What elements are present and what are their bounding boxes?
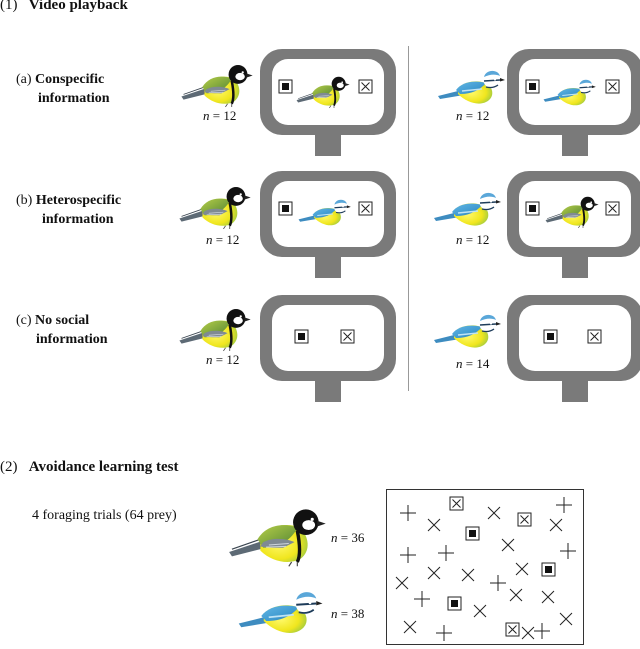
condition-a-letter: (a) bbox=[16, 72, 32, 87]
screen-icon bbox=[507, 49, 640, 156]
blue-tit-icon bbox=[433, 192, 502, 227]
condition-a-line2: information bbox=[38, 91, 110, 106]
square-symbol-icon bbox=[294, 329, 309, 344]
square-symbol-icon bbox=[278, 201, 293, 216]
square-symbol-icon bbox=[525, 201, 540, 216]
square-symbol-icon bbox=[278, 79, 293, 94]
square-symbol-icon bbox=[447, 596, 462, 611]
condition-b-letter: (b) bbox=[16, 193, 33, 208]
section2-title: Avoidance learning test bbox=[28, 459, 179, 475]
great-tit-icon bbox=[178, 185, 252, 231]
plus-prey-icon bbox=[490, 575, 506, 591]
plus-prey-icon bbox=[436, 625, 452, 641]
cross-prey-icon bbox=[521, 626, 535, 640]
screen-icon bbox=[260, 171, 396, 278]
cross-prey-icon bbox=[427, 518, 441, 532]
column-divider bbox=[408, 46, 409, 391]
prey-arena bbox=[386, 489, 584, 645]
cross-prey-icon bbox=[515, 562, 529, 576]
crossed-square-symbol-icon bbox=[505, 622, 520, 637]
cross-prey-icon bbox=[487, 506, 501, 520]
condition-b-line1: Heterospecific bbox=[35, 193, 122, 208]
great-tit-icon bbox=[227, 507, 328, 568]
screen-icon bbox=[507, 295, 640, 402]
cross-prey-icon bbox=[395, 576, 409, 590]
cross-prey-icon bbox=[501, 538, 515, 552]
condition-a-great-tit-n: n = 12 bbox=[203, 108, 237, 123]
cross-prey-icon bbox=[541, 590, 555, 604]
plus-prey-icon bbox=[400, 505, 416, 521]
plus-prey-icon bbox=[400, 547, 416, 563]
plus-prey-icon bbox=[534, 623, 550, 639]
section2-number: (2) bbox=[0, 459, 18, 475]
cross-prey-icon bbox=[403, 620, 417, 634]
crossed-square-symbol-icon bbox=[605, 201, 620, 216]
section1-header: (1) Video playback bbox=[0, 0, 128, 14]
screen-icon bbox=[260, 49, 396, 156]
condition-b-line2: information bbox=[42, 212, 114, 227]
blue-tit-icon bbox=[437, 70, 506, 105]
square-symbol-icon bbox=[541, 562, 556, 577]
condition-a-line1: Conspecific bbox=[35, 72, 105, 87]
foraging-trials-text: 4 foraging trials (64 prey) bbox=[32, 508, 177, 523]
section1-title: Video playback bbox=[28, 0, 128, 13]
condition-c-line1: No social bbox=[35, 313, 90, 328]
condition-c-letter: (c) bbox=[16, 313, 32, 328]
condition-c-great-tit-n: n = 12 bbox=[206, 352, 240, 367]
section2-header: (2) Avoidance learning test bbox=[0, 459, 178, 476]
crossed-square-symbol-icon bbox=[449, 496, 464, 511]
cross-prey-icon bbox=[427, 566, 441, 580]
section2-great-tit-n: n = 36 bbox=[331, 530, 365, 545]
condition-c-line2: information bbox=[36, 332, 108, 347]
cross-prey-icon bbox=[549, 518, 563, 532]
plus-prey-icon bbox=[438, 545, 454, 561]
crossed-square-symbol-icon bbox=[340, 329, 355, 344]
crossed-square-symbol-icon bbox=[358, 79, 373, 94]
plus-prey-icon bbox=[414, 591, 430, 607]
plus-prey-icon bbox=[556, 497, 572, 513]
condition-c-label: (c) No social information bbox=[16, 311, 108, 349]
condition-b-great-tit-n: n = 12 bbox=[206, 232, 240, 247]
cross-prey-icon bbox=[473, 604, 487, 618]
condition-c-blue-tit-n: n = 14 bbox=[456, 356, 490, 371]
condition-a-label: (a) Conspecific information bbox=[16, 70, 110, 108]
blue-tit-icon bbox=[433, 314, 502, 349]
plus-prey-icon bbox=[560, 543, 576, 559]
crossed-square-symbol-icon bbox=[517, 512, 532, 527]
section1-number: (1) bbox=[0, 0, 18, 13]
condition-a-blue-tit-n: n = 12 bbox=[456, 108, 490, 123]
crossed-square-symbol-icon bbox=[587, 329, 602, 344]
square-symbol-icon bbox=[465, 526, 480, 541]
square-symbol-icon bbox=[543, 329, 558, 344]
screen-icon bbox=[507, 171, 640, 278]
condition-b-blue-tit-n: n = 12 bbox=[456, 232, 490, 247]
cross-prey-icon bbox=[461, 568, 475, 582]
square-symbol-icon bbox=[525, 79, 540, 94]
crossed-square-symbol-icon bbox=[605, 79, 620, 94]
condition-b-label: (b) Heterospecific information bbox=[16, 191, 121, 229]
screen-icon bbox=[260, 295, 396, 402]
great-tit-icon bbox=[180, 63, 254, 109]
blue-tit-icon bbox=[237, 591, 324, 634]
great-tit-icon bbox=[178, 307, 252, 353]
cross-prey-icon bbox=[509, 588, 523, 602]
cross-prey-icon bbox=[559, 612, 573, 626]
crossed-square-symbol-icon bbox=[358, 201, 373, 216]
section2-blue-tit-n: n = 38 bbox=[331, 606, 365, 621]
